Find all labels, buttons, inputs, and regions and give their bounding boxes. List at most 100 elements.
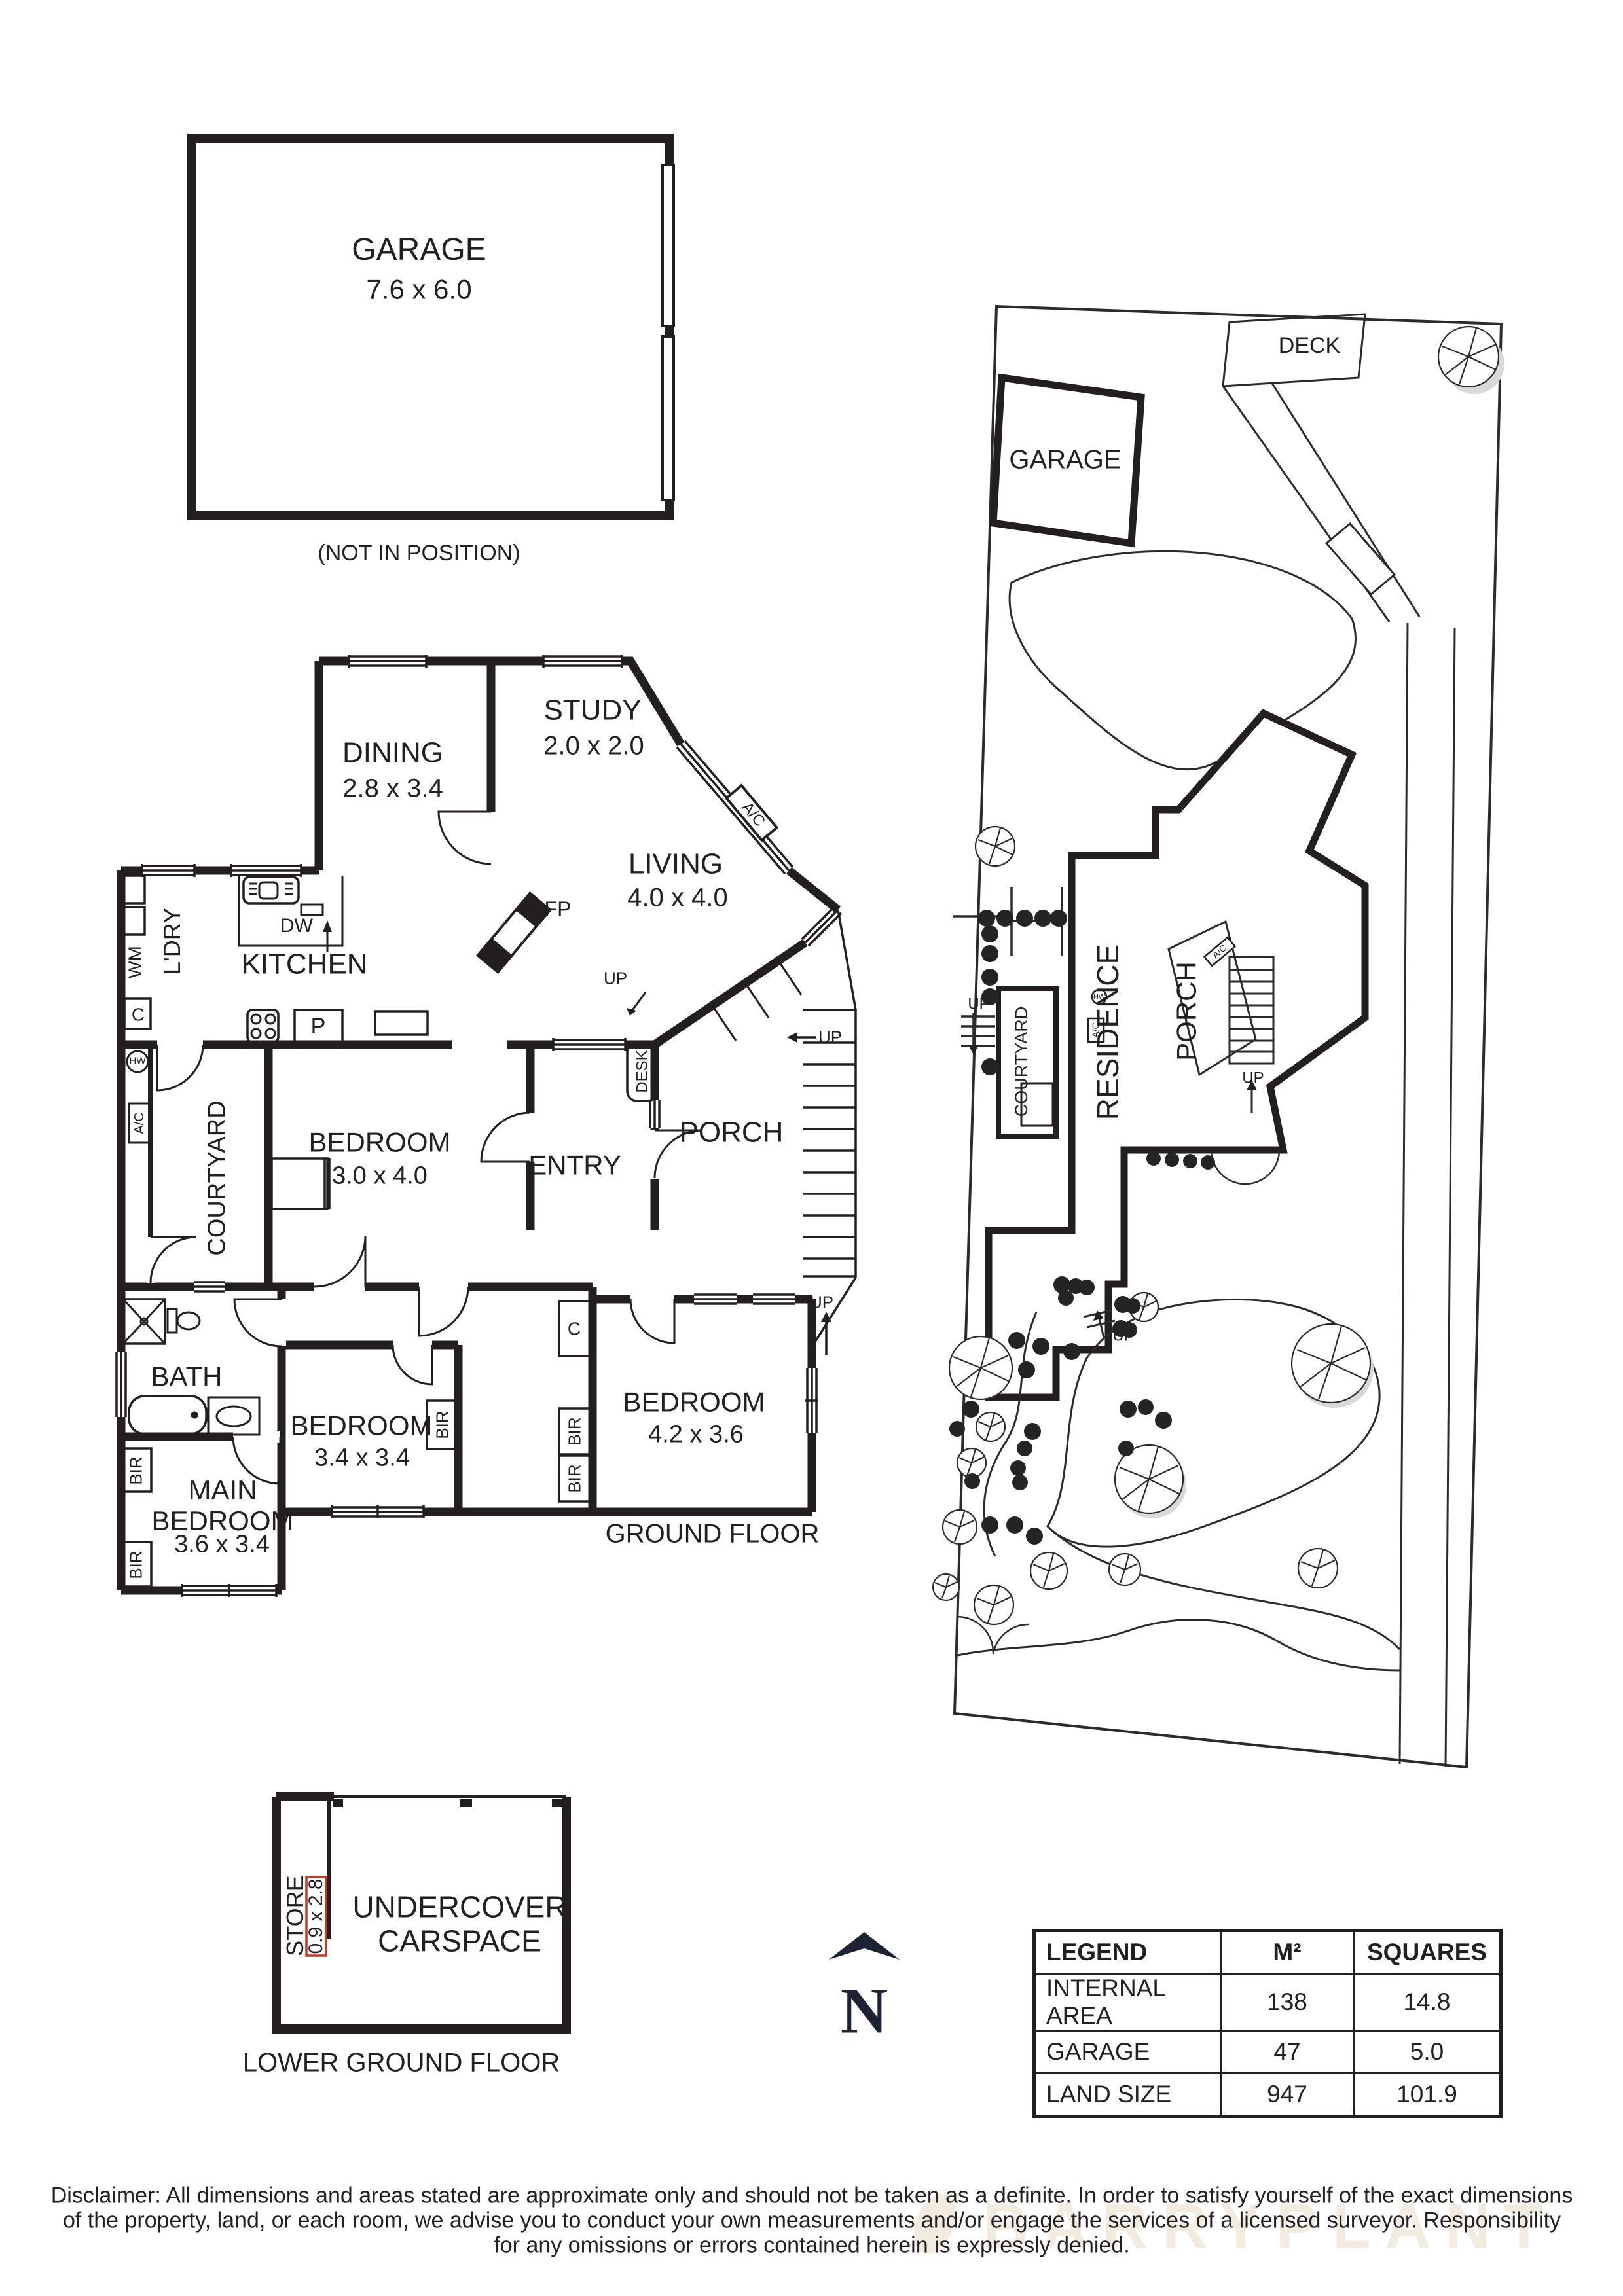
watermark-leaf-icon bbox=[914, 2193, 956, 2255]
legend-internal-squares: 14.8 bbox=[1353, 1973, 1502, 2032]
laundry-fixtures bbox=[122, 874, 152, 1144]
site-residence bbox=[985, 709, 1369, 1401]
legend-internal-m2: 138 bbox=[1220, 1973, 1355, 2032]
study-dims: 2.0 x 2.0 bbox=[543, 731, 644, 761]
site-deck-label: DECK bbox=[1278, 332, 1341, 358]
lower-ground-walls bbox=[272, 1792, 571, 2034]
disclaimer-line-3: for any omissions or errors contained he… bbox=[494, 2233, 1130, 2258]
site-up-label-courtyard: UP bbox=[968, 995, 990, 1013]
robes-and-cupboards bbox=[121, 1041, 659, 1588]
pantry-label: P bbox=[310, 1013, 326, 1039]
legend-internal-label: INTERNAL AREA bbox=[1033, 1973, 1222, 2032]
bedroom3-label: BEDROOM bbox=[623, 1386, 765, 1418]
bedroom1-robe bbox=[270, 1157, 331, 1210]
site-trees bbox=[932, 325, 1504, 1626]
bedroom3-dims: 4.2 x 3.6 bbox=[648, 1420, 744, 1448]
bay-ac-unit bbox=[724, 783, 779, 842]
ground-floor-doors bbox=[149, 810, 703, 1485]
courtyard-label: COURTYARD bbox=[203, 1100, 231, 1256]
bath-label: BATH bbox=[151, 1361, 223, 1392]
legend-landsize-label: LAND SIZE bbox=[1033, 2072, 1222, 2117]
porch-stairs bbox=[787, 909, 857, 1355]
site-ac-label-courtyard: A/C bbox=[1090, 1022, 1101, 1038]
site-porch bbox=[1167, 920, 1275, 1113]
site-up-label-porch: UP bbox=[1242, 1069, 1264, 1087]
legend-garage-squares: 5.0 bbox=[1353, 2030, 1502, 2074]
up-label-internal: UP bbox=[603, 968, 628, 988]
north-letter: N bbox=[840, 1974, 888, 2047]
watermark: BARRYPLANT bbox=[983, 2191, 1558, 2261]
site-residence-ac bbox=[1203, 936, 1237, 967]
main-bedroom-dims: 3.6 x 3.4 bbox=[174, 1530, 270, 1558]
legend-landsize-squares: 101.9 bbox=[1353, 2072, 1502, 2117]
site-porch-label: PORCH bbox=[1171, 961, 1202, 1061]
ac-label-left: A/C bbox=[132, 1112, 147, 1134]
north-arrow-icon bbox=[829, 1932, 900, 1960]
up-label-porch-top: UP bbox=[818, 1027, 843, 1047]
lower-ground-title: LOWER GROUND FLOOR bbox=[242, 2048, 560, 2077]
legend-header-squares: SQUARES bbox=[1353, 1929, 1502, 1975]
fireplace-label: FP bbox=[544, 897, 572, 922]
porch-label: PORCH bbox=[679, 1116, 784, 1149]
living-dims: 4.0 x 4.0 bbox=[627, 883, 728, 912]
bedroom2-dims: 3.4 x 3.4 bbox=[314, 1444, 410, 1472]
bedroom1-dims: 3.0 x 4.0 bbox=[332, 1162, 428, 1190]
ground-floor-title: GROUND FLOOR bbox=[605, 1519, 820, 1549]
dining-dims: 2.8 x 3.4 bbox=[342, 774, 443, 803]
entry-label: ENTRY bbox=[528, 1149, 621, 1181]
legend-garage-m2: 47 bbox=[1220, 2030, 1355, 2074]
legend-table: LEGEND M² SQUARES INTERNAL AREA 138 14.8… bbox=[1032, 1929, 1503, 2118]
laundry-label: L'DRY bbox=[158, 907, 185, 975]
bedroom2-label: BEDROOM bbox=[290, 1410, 433, 1441]
bedroom1-label: BEDROOM bbox=[308, 1126, 451, 1158]
site-courtyard bbox=[996, 986, 1108, 1139]
garage-plan-walls bbox=[187, 134, 675, 520]
legend-row-internal: INTERNAL AREA 138 14.8 bbox=[1033, 1973, 1502, 2032]
site-garage-label: GARAGE bbox=[1009, 445, 1122, 475]
site-courtyard-label: COURTYARD bbox=[1011, 1006, 1031, 1117]
disclaimer-line-2: of the property, land, or each room, we … bbox=[62, 2208, 1561, 2233]
legend-header-row: LEGEND M² SQUARES bbox=[1033, 1929, 1502, 1975]
dining-label: DINING bbox=[342, 736, 443, 769]
legend-header-legend: LEGEND bbox=[1033, 1929, 1222, 1975]
legend-garage-label: GARAGE bbox=[1033, 2030, 1222, 2074]
legend-header-m2: M² bbox=[1220, 1929, 1355, 1975]
garage-plan-note: (NOT IN POSITION) bbox=[318, 540, 520, 565]
disclaimer-line-1: Disclaimer: All dimensions and areas sta… bbox=[50, 2183, 1573, 2208]
fireplace bbox=[476, 891, 552, 975]
bir-label-1: BIR bbox=[126, 1456, 146, 1485]
ground-floor-windows bbox=[115, 655, 843, 1597]
wall-gaps bbox=[147, 1039, 674, 1443]
bir-label-5: BIR bbox=[564, 1464, 585, 1493]
up-label-stairs-bottom: UP bbox=[809, 1292, 834, 1312]
site-garage bbox=[989, 373, 1145, 548]
legend-landsize-m2: 947 bbox=[1220, 2072, 1355, 2117]
garage-plan-room-label: GARAGE bbox=[352, 232, 486, 268]
carspace-label: UNDERCOVER CARSPACE bbox=[352, 1890, 567, 1958]
bath-fixtures bbox=[122, 1298, 261, 1436]
hot-water-label: HW bbox=[129, 1055, 146, 1067]
kitchen-fixtures bbox=[238, 876, 429, 1043]
legend-row-garage: GARAGE 47 5.0 bbox=[1033, 2030, 1502, 2074]
site-deck bbox=[1222, 313, 1366, 387]
washing-machine-label: WM bbox=[124, 946, 145, 978]
desk-label: DESK bbox=[633, 1050, 651, 1093]
dishwasher-label: DW bbox=[280, 915, 313, 937]
site-doors bbox=[957, 1149, 1281, 1655]
bir-label-2: BIR bbox=[126, 1551, 146, 1579]
study-label: STUDY bbox=[543, 694, 642, 726]
site-shrubs bbox=[949, 910, 1215, 1545]
bir-label-4: BIR bbox=[564, 1417, 585, 1446]
site-hot-water-label: HW bbox=[1093, 992, 1106, 1001]
kitchen-label: KITCHEN bbox=[241, 948, 368, 980]
bir-label-3: BIR bbox=[432, 1410, 452, 1439]
garage-plan-dims: 7.6 x 6.0 bbox=[366, 274, 472, 305]
cupboard-label-bedroom3: C bbox=[567, 1318, 581, 1339]
cupboard-label-laundry: C bbox=[131, 1004, 145, 1025]
site-up-label-path: UP bbox=[1112, 1327, 1135, 1345]
store-label: STORE bbox=[281, 1875, 308, 1956]
legend-row-landsize: LAND SIZE 947 101.9 bbox=[1033, 2072, 1502, 2117]
main-bedroom-label: MAIN BEDROOM bbox=[151, 1474, 294, 1536]
living-label: LIVING bbox=[628, 848, 723, 880]
